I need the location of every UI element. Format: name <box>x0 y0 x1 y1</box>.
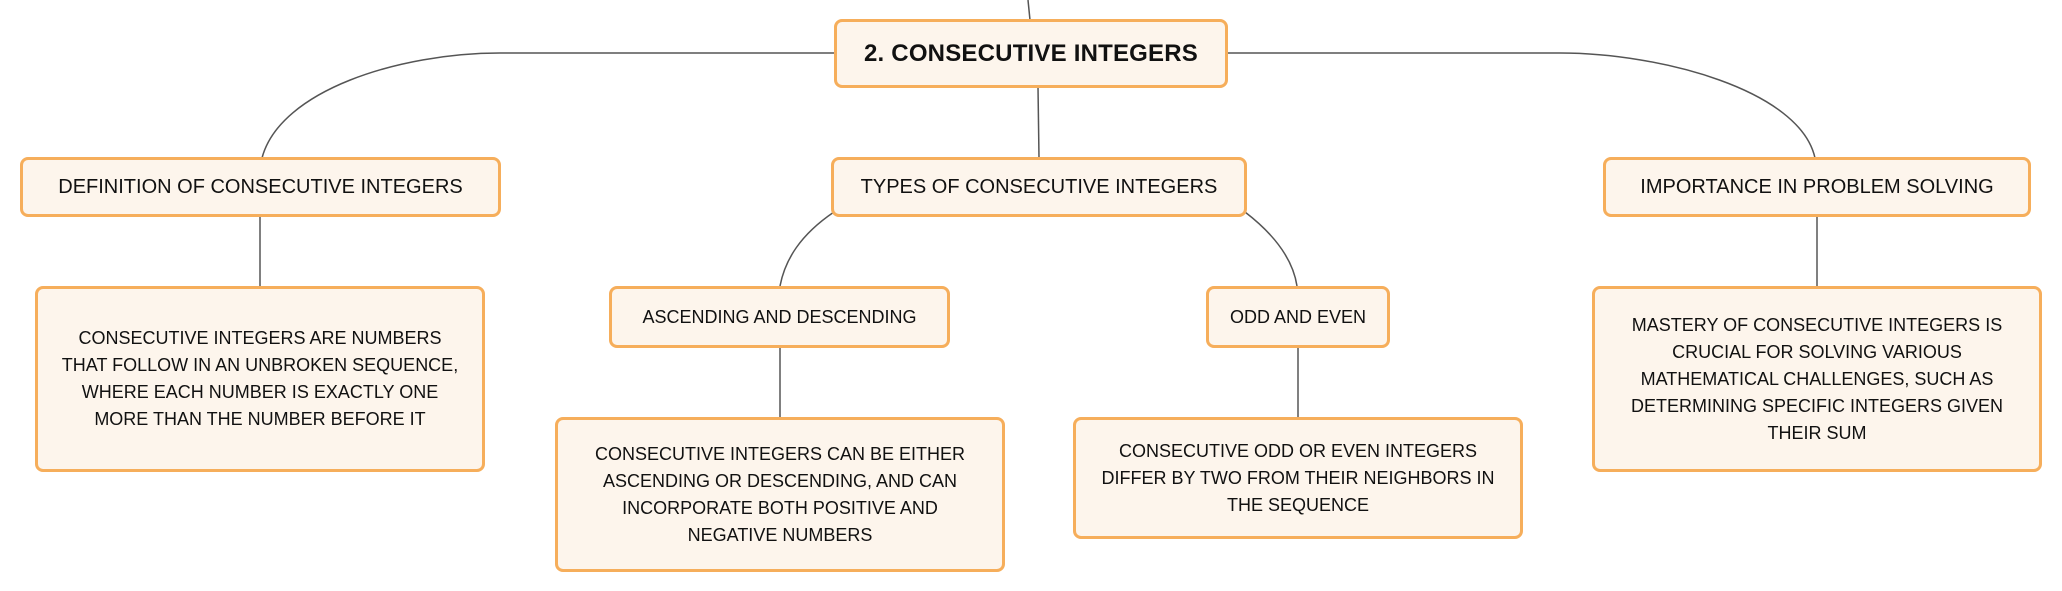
root-label: 2. CONSECUTIVE INTEGERS <box>864 39 1198 67</box>
subtopic-ascending[interactable]: ASCENDING AND DESCENDING <box>609 286 950 348</box>
connector-types-ascending <box>779 211 835 287</box>
branch-types-label: TYPES OF CONSECUTIVE INTEGERS <box>860 175 1218 198</box>
subtopic-oddeven-label: ODD AND EVEN <box>1229 306 1367 327</box>
subtopic-ascending-label: ASCENDING AND DESCENDING <box>642 306 917 327</box>
branch-definition-label: DEFINITION OF CONSECUTIVE INTEGERS <box>58 175 463 198</box>
connector-types-oddeven <box>1244 211 1298 287</box>
connector-parent-root <box>1027 0 1031 21</box>
connector-root-importance <box>1227 52 1816 159</box>
subtopic-oddeven-detail-text: CONSECUTIVE ODD OR EVEN INTEGERS DIFFER … <box>1101 440 1495 515</box>
root-node[interactable]: 2. CONSECUTIVE INTEGERS <box>834 19 1228 88</box>
subtopic-oddeven-detail[interactable]: CONSECUTIVE ODD OR EVEN INTEGERS DIFFER … <box>1073 417 1523 539</box>
branch-importance-detail[interactable]: MASTERY OF CONSECUTIVE INTEGERS IS CRUCI… <box>1592 286 2042 472</box>
branch-importance-detail-text: MASTERY OF CONSECUTIVE INTEGERS IS CRUCI… <box>1630 314 2004 443</box>
branch-definition[interactable]: DEFINITION OF CONSECUTIVE INTEGERS <box>20 157 501 217</box>
connector-root-types <box>1037 86 1040 159</box>
branch-definition-detail[interactable]: CONSECUTIVE INTEGERS ARE NUMBERS THAT FO… <box>35 286 485 472</box>
subtopic-oddeven[interactable]: ODD AND EVEN <box>1206 286 1390 348</box>
branch-types[interactable]: TYPES OF CONSECUTIVE INTEGERS <box>831 157 1247 217</box>
subtopic-ascending-detail[interactable]: CONSECUTIVE INTEGERS CAN BE EITHER ASCEN… <box>555 417 1005 572</box>
subtopic-ascending-detail-text: CONSECUTIVE INTEGERS CAN BE EITHER ASCEN… <box>594 443 966 545</box>
branch-importance[interactable]: IMPORTANCE IN PROBLEM SOLVING <box>1603 157 2031 217</box>
branch-definition-detail-text: CONSECUTIVE INTEGERS ARE NUMBERS THAT FO… <box>61 328 459 429</box>
branch-importance-label: IMPORTANCE IN PROBLEM SOLVING <box>1640 175 1994 198</box>
connector-root-definition <box>261 52 836 159</box>
